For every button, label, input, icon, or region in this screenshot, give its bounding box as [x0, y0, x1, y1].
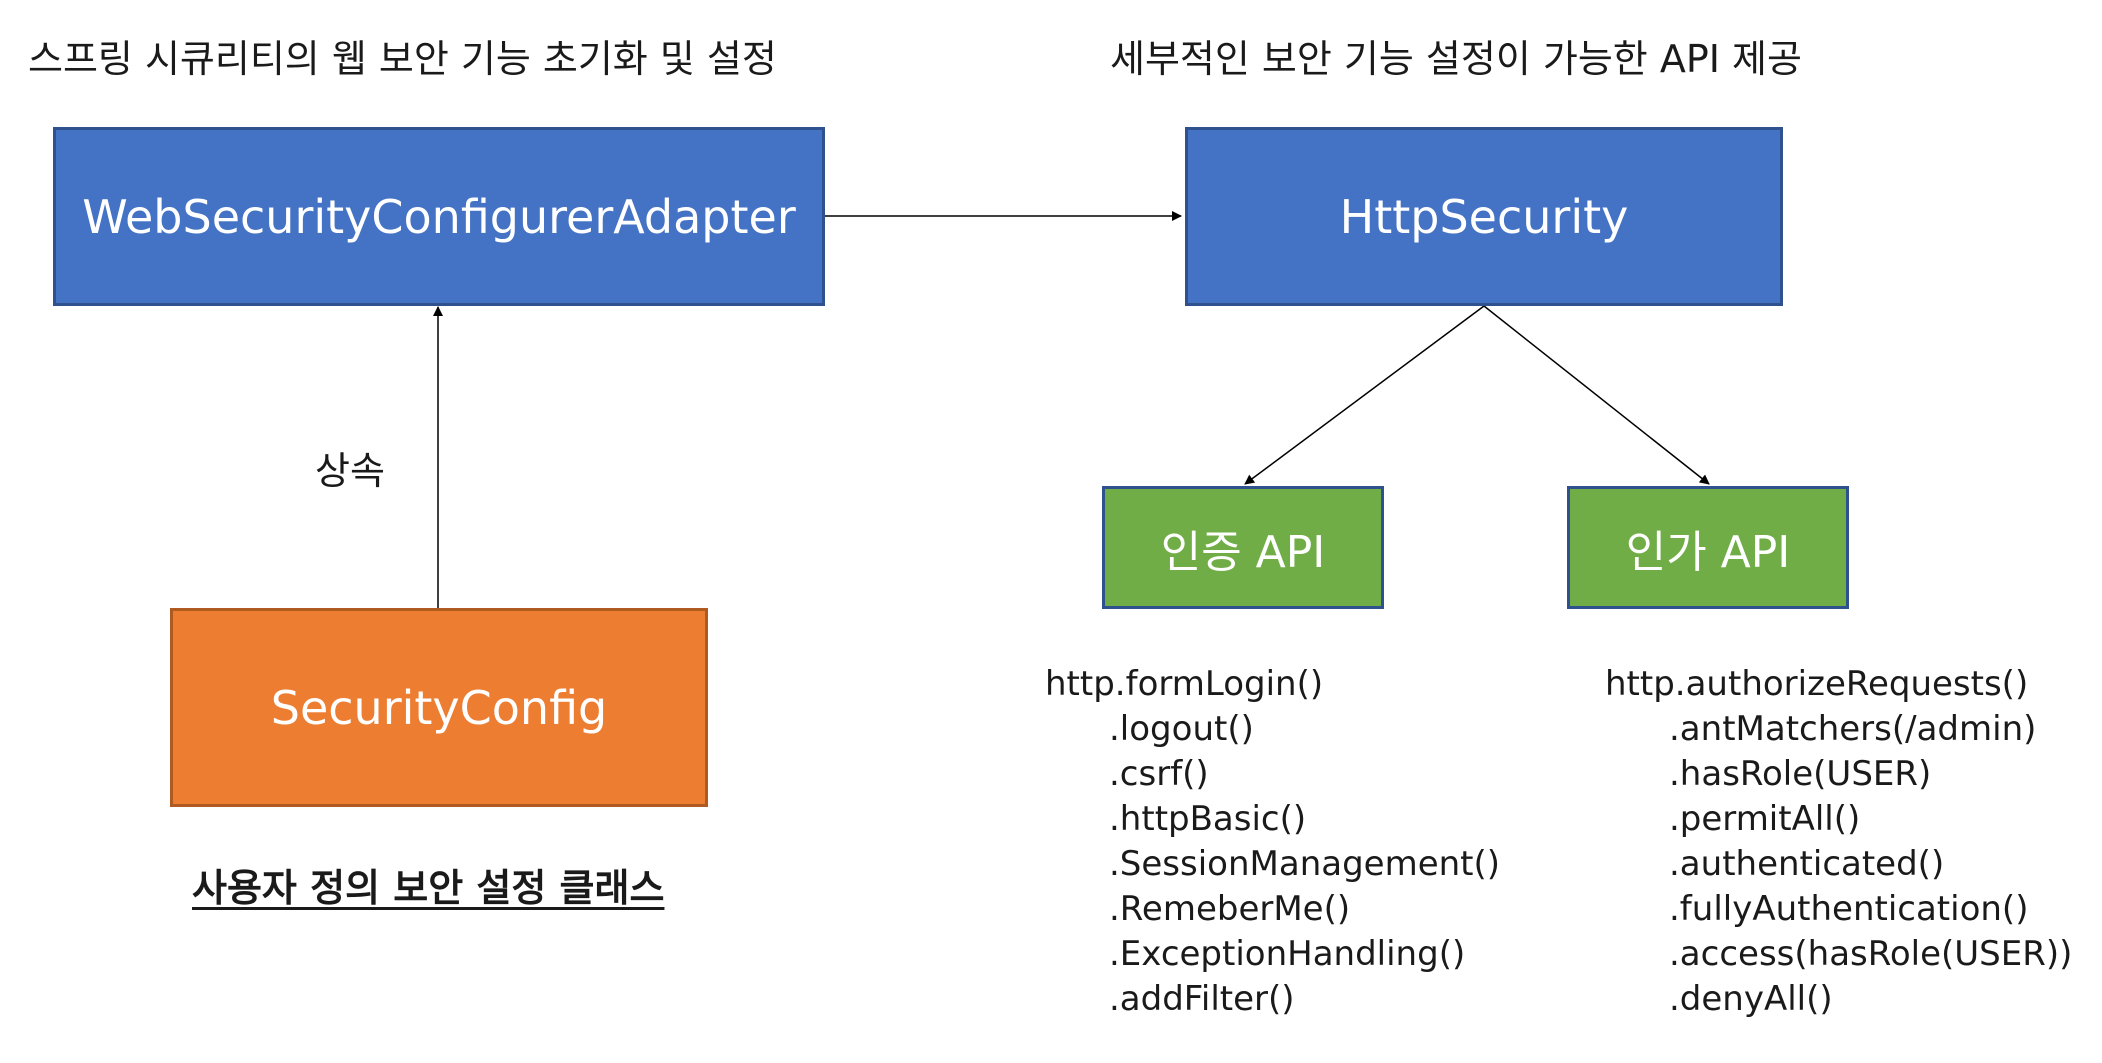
authentication-code-list: http.formLogin() .logout() .csrf() .http… [1045, 662, 1500, 1022]
auth-code-item: .addFilter() [1109, 979, 1295, 1019]
authz-code-item: .antMatchers(/admin) [1669, 709, 2037, 749]
auth-code-item: .RemeberMe() [1109, 889, 1351, 929]
inherit-label: 상속 [315, 449, 385, 493]
authentication-api-label: 인증 API [1160, 526, 1326, 578]
httpsecurity-to-authz-arrow [1483, 305, 1710, 485]
authentication-api-box: 인증 API [1102, 486, 1384, 609]
left-top-caption: 스프링 시큐리티의 웹 보안 기능 초기화 및 설정 [28, 37, 777, 81]
auth-code-item: .ExceptionHandling() [1109, 934, 1466, 974]
adapter-label: WebSecurityConfigurerAdapter [82, 189, 796, 244]
auth-code-head: http.formLogin() [1045, 664, 1324, 704]
auth-code-item: .httpBasic() [1109, 799, 1307, 839]
authz-code-item: .hasRole(USER) [1669, 754, 1932, 794]
authorization-code-list: http.authorizeRequests() .antMatchers(/a… [1605, 662, 2072, 1022]
authz-code-item: .permitAll() [1669, 799, 1861, 839]
web-security-configurer-adapter-box: WebSecurityConfigurerAdapter [53, 127, 825, 306]
authz-code-head: http.authorizeRequests() [1605, 664, 2029, 704]
auth-code-item: .SessionManagement() [1109, 844, 1501, 884]
authz-code-item: .access(hasRole(USER)) [1669, 934, 2073, 974]
authorization-api-label: 인가 API [1625, 526, 1791, 578]
custom-class-caption: 사용자 정의 보안 설정 클래스 [192, 866, 665, 910]
authz-code-item: .fullyAuthentication() [1669, 889, 2029, 929]
http-security-box: HttpSecurity [1185, 127, 1783, 306]
http-security-label: HttpSecurity [1339, 189, 1629, 244]
right-top-caption: 세부적인 보안 기능 설정이 가능한 API 제공 [1110, 37, 1802, 81]
authorization-api-box: 인가 API [1567, 486, 1849, 609]
authz-code-item: .denyAll() [1669, 979, 1833, 1019]
security-config-label: SecurityConfig [270, 680, 608, 735]
authz-code-item: .authenticated() [1669, 844, 1945, 884]
auth-code-item: .csrf() [1109, 754, 1209, 794]
httpsecurity-to-auth-arrow [1244, 305, 1485, 485]
auth-code-item: .logout() [1109, 709, 1254, 749]
security-config-box: SecurityConfig [170, 608, 708, 807]
